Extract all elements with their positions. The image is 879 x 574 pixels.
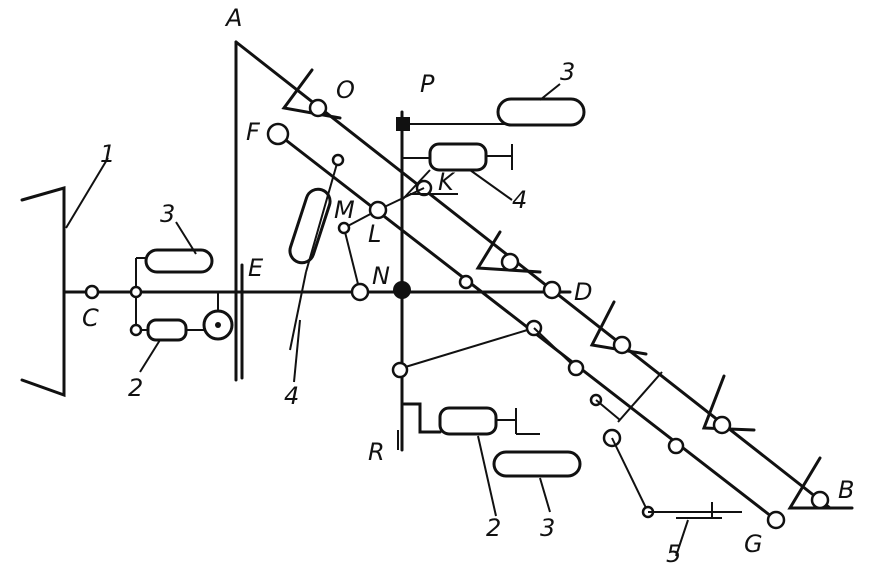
label-F: F <box>246 118 261 146</box>
left-actuators <box>129 248 234 342</box>
lower-linkage <box>391 319 585 478</box>
label-K: K <box>438 168 456 196</box>
tail-linkage <box>589 371 786 530</box>
callout-4-mid: 4 <box>284 382 299 410</box>
label-P: P <box>420 70 435 98</box>
label-G: G <box>744 530 763 558</box>
callout-labels: 1 3 3 4 2 4 2 3 5 <box>100 58 681 568</box>
callout-3-bottom: 3 <box>540 514 555 542</box>
callout-2-bottom: 2 <box>486 514 501 542</box>
point-labels: A O P F K M L E N C D R B G <box>82 4 854 558</box>
label-M: M <box>334 196 355 224</box>
beam-joints <box>84 274 562 300</box>
label-A: A <box>224 4 242 32</box>
mid-actuator <box>266 122 425 351</box>
label-R: R <box>368 438 385 466</box>
callout-3-left: 3 <box>160 200 175 228</box>
roller-brackets <box>281 68 854 510</box>
callout-2-left: 2 <box>128 374 143 402</box>
central-post <box>396 110 410 452</box>
callout-1: 1 <box>100 140 115 168</box>
top-actuators <box>401 97 586 201</box>
callout-3-top: 3 <box>560 58 575 86</box>
left-post <box>234 40 244 382</box>
callout-4-right: 4 <box>512 186 527 214</box>
label-E: E <box>248 254 264 282</box>
label-L: L <box>368 220 381 248</box>
label-O: O <box>336 76 355 104</box>
label-C: C <box>82 304 99 332</box>
blade-frame <box>20 157 109 398</box>
leader-lines <box>139 83 689 557</box>
label-D: D <box>574 278 592 306</box>
callout-5: 5 <box>666 540 681 568</box>
label-N: N <box>372 262 390 290</box>
label-B: B <box>838 476 854 504</box>
